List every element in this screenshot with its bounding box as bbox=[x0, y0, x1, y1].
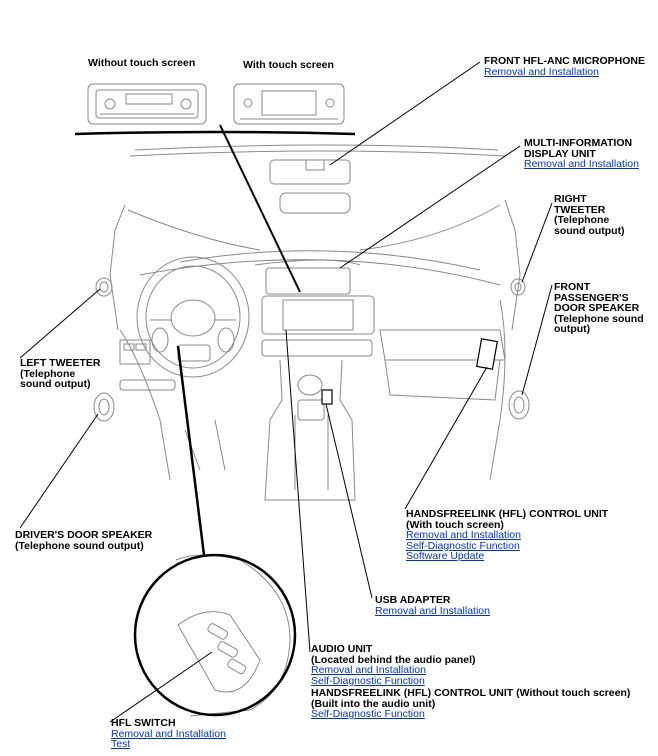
audio-panel-with-touch bbox=[233, 83, 345, 125]
usb-adapter-removal-link[interactable]: Removal and Installation bbox=[375, 604, 490, 617]
label-title: HFL SWITCH bbox=[111, 717, 176, 729]
label-mid-unit: MULTI-INFORMATION DISPLAY UNIT Removal a… bbox=[524, 138, 639, 170]
label-front-passenger-speaker: FRONT PASSENGER'S DOOR SPEAKER (Telephon… bbox=[554, 282, 644, 335]
audio-panel-without-touch bbox=[87, 83, 207, 125]
front-mic-removal-link[interactable]: Removal and Installation bbox=[484, 65, 599, 78]
label-title: RIGHT TWEETER (Telephone sound output) bbox=[554, 193, 625, 237]
label-title: HANDSFREELINK (HFL) CONTROL UNIT (With t… bbox=[406, 508, 609, 531]
label-title: FRONT PASSENGER'S DOOR SPEAKER (Telephon… bbox=[554, 281, 644, 336]
hfl-switch-test-link[interactable]: Test bbox=[111, 738, 131, 751]
mid-unit-removal-link[interactable]: Removal and Installation bbox=[524, 158, 639, 171]
audio-unit-removal-link[interactable]: Removal and Installation bbox=[311, 664, 426, 677]
steering-wheel bbox=[136, 256, 250, 378]
label-title: USB ADAPTER bbox=[375, 594, 451, 606]
label-driver-speaker: DRIVER'S DOOR SPEAKER (Telephone sound o… bbox=[15, 530, 152, 551]
hfl-control-touch-software-link[interactable]: Software Update bbox=[406, 550, 485, 563]
hfl-control-no-touch-diagnostic-link[interactable]: Self-Diagnostic Function bbox=[311, 708, 425, 721]
label-hfl-switch: HFL SWITCH Removal and Installation Test bbox=[111, 718, 226, 750]
label-title: AUDIO UNIT (Located behind the audio pan… bbox=[311, 643, 476, 666]
label-title: DRIVER'S DOOR SPEAKER (Telephone sound o… bbox=[15, 529, 153, 552]
label-front-mic: FRONT HFL-ANC MICROPHONE Removal and Ins… bbox=[484, 56, 645, 77]
label-right-tweeter: RIGHT TWEETER (Telephone sound output) bbox=[554, 194, 625, 236]
audio-unit-diagnostic-link[interactable]: Self-Diagnostic Function bbox=[311, 674, 425, 687]
label-title: HANDSFREELINK (HFL) CONTROL UNIT (Withou… bbox=[311, 687, 631, 710]
label-title: FRONT HFL-ANC MICROPHONE bbox=[484, 55, 645, 67]
label-title: MULTI-INFORMATION DISPLAY UNIT bbox=[524, 137, 633, 160]
center-display bbox=[261, 267, 375, 357]
label-audio-unit: AUDIO UNIT (Located behind the audio pan… bbox=[311, 644, 476, 686]
caption-with-touch: With touch screen bbox=[243, 59, 334, 71]
label-left-tweeter: LEFT TWEETER (Telephone sound output) bbox=[20, 358, 101, 390]
label-hfl-control-touch: HANDSFREELINK (HFL) CONTROL UNIT (With t… bbox=[406, 509, 608, 562]
hfl-control-touch-removal-link[interactable]: Removal and Installation bbox=[406, 529, 521, 542]
caption-without-touch: Without touch screen bbox=[88, 57, 196, 69]
hfl-control-touch-diagnostic-link[interactable]: Self-Diagnostic Function bbox=[406, 539, 520, 552]
hfl-switch-removal-link[interactable]: Removal and Installation bbox=[111, 727, 226, 740]
label-usb-adapter: USB ADAPTER Removal and Installation bbox=[375, 595, 490, 616]
label-hfl-control-no-touch: HANDSFREELINK (HFL) CONTROL UNIT (Withou… bbox=[311, 688, 630, 720]
label-title: LEFT TWEETER (Telephone sound output) bbox=[20, 357, 101, 391]
